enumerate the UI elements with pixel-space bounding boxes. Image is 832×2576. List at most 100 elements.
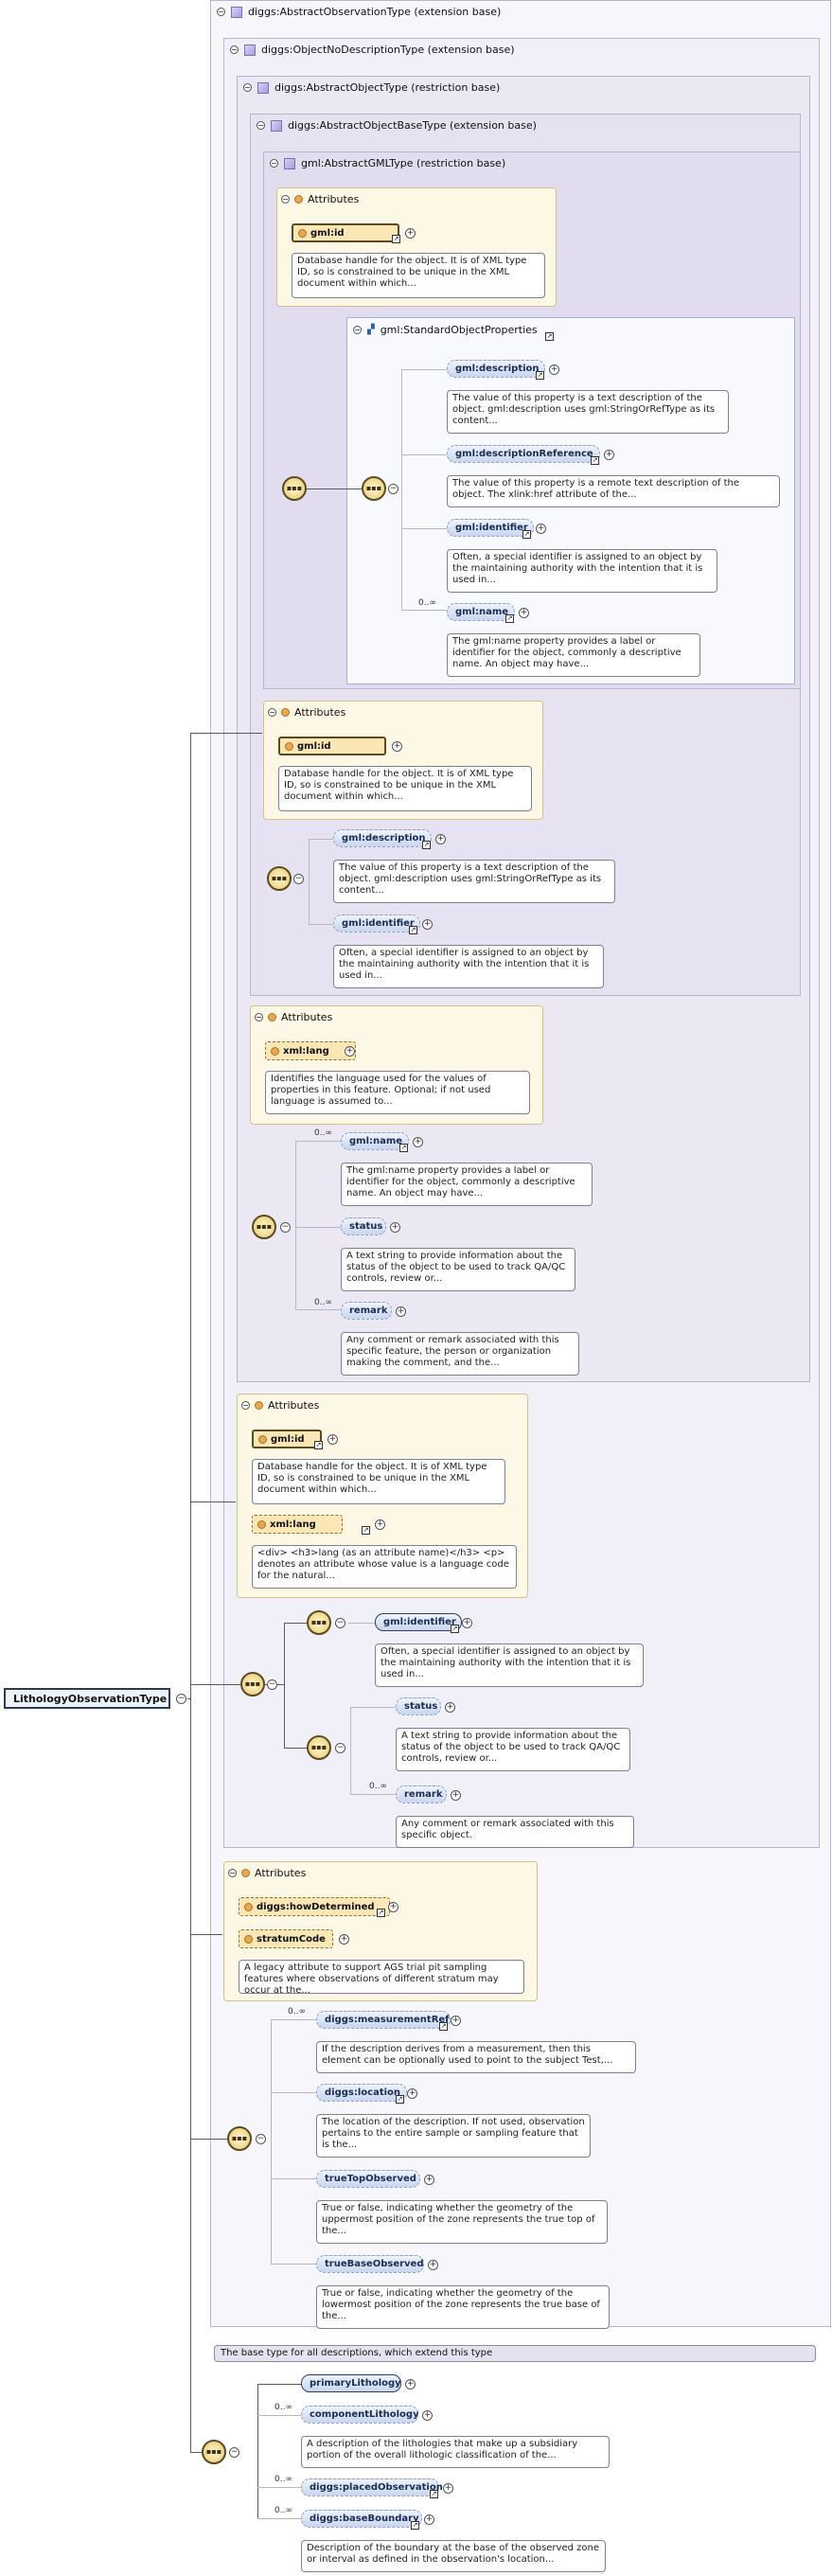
plus-icon[interactable]: + (445, 1702, 455, 1713)
link-arrow-icon[interactable]: ↗ (392, 235, 400, 243)
plus-icon[interactable]: + (536, 524, 546, 534)
element-status[interactable]: status (341, 1217, 386, 1235)
link-arrow-icon[interactable]: ↗ (591, 456, 599, 465)
plus-icon[interactable]: + (424, 2514, 434, 2525)
minus-icon[interactable]: − (256, 2134, 266, 2144)
link-arrow-icon[interactable]: ↗ (422, 841, 431, 849)
collapse-icon[interactable]: − (281, 195, 290, 204)
collapse-icon[interactable]: − (217, 8, 225, 16)
plus-icon[interactable]: + (451, 1790, 461, 1801)
link-arrow-icon[interactable]: ↗ (377, 1909, 385, 1917)
element-component-lithology[interactable]: componentLithology (301, 2406, 419, 2424)
plus-icon[interactable]: + (462, 1618, 472, 1628)
collapse-icon[interactable]: − (228, 1869, 237, 1877)
link-arrow-icon[interactable]: ↗ (411, 2521, 419, 2530)
link-arrow-icon[interactable]: ↗ (536, 371, 544, 380)
element-gml-name[interactable]: gml:name (341, 1132, 409, 1150)
attribute-stratum-code[interactable]: stratumCode (239, 1929, 333, 1948)
element-gml-description[interactable]: gml:description (333, 829, 432, 847)
plus-icon[interactable]: + (519, 608, 529, 618)
plus-icon[interactable]: + (435, 834, 446, 844)
element-gml-description[interactable]: gml:description (447, 360, 545, 378)
plus-icon[interactable]: + (327, 1434, 338, 1445)
minus-icon[interactable]: − (267, 1679, 277, 1690)
plus-icon[interactable]: + (413, 1137, 423, 1147)
link-arrow-icon[interactable]: ↗ (545, 332, 554, 341)
element-remark[interactable]: remark (341, 1302, 392, 1320)
collapse-icon[interactable]: − (270, 159, 278, 168)
attribute-gml-id[interactable]: gml:id (252, 1430, 322, 1448)
element-true-top-observed[interactable]: trueTopObserved (316, 2170, 420, 2188)
attribute-how-determined[interactable]: diggs:howDetermined (239, 1897, 390, 1916)
attribute-xml-lang[interactable]: xml:lang (252, 1515, 343, 1534)
element-true-base-observed[interactable]: trueBaseObserved (316, 2255, 424, 2273)
collapse-icon[interactable]: − (353, 326, 362, 334)
link-arrow-icon[interactable]: ↗ (505, 614, 514, 623)
sequence-compositor-icon[interactable]: ▪▪▪ (252, 1215, 276, 1239)
plus-icon[interactable]: + (390, 1222, 400, 1233)
element-diggs-placed-observation[interactable]: diggs:placedObservation (301, 2478, 443, 2496)
plus-icon[interactable]: + (405, 228, 416, 239)
attribute-gml-id[interactable]: gml:id (278, 737, 386, 755)
sequence-compositor-icon[interactable]: ▪▪▪ (307, 1610, 331, 1635)
plus-icon[interactable]: + (407, 2088, 417, 2099)
plus-icon[interactable]: + (424, 2175, 434, 2185)
collapse-icon[interactable]: − (241, 1401, 250, 1410)
sequence-compositor-icon[interactable]: ▪▪▪ (202, 2440, 226, 2464)
link-arrow-icon[interactable]: ↗ (439, 2022, 448, 2031)
root-type-lithology-observation[interactable]: LithologyObservationType (4, 1688, 170, 1709)
plus-icon[interactable]: + (428, 2260, 438, 2270)
plus-icon[interactable]: + (375, 1519, 385, 1530)
element-diggs-measurement-ref[interactable]: diggs:measurementRef (316, 2011, 451, 2029)
minus-icon[interactable]: − (176, 1694, 186, 1704)
sequence-compositor-icon[interactable]: ▪▪▪ (362, 476, 386, 501)
collapse-icon[interactable]: − (268, 708, 276, 717)
element-gml-identifier[interactable]: gml:identifier (447, 519, 534, 537)
collapse-icon[interactable]: − (230, 45, 239, 54)
collapse-icon[interactable]: − (255, 1013, 263, 1022)
plus-icon[interactable]: + (604, 450, 614, 460)
minus-icon[interactable]: − (280, 1222, 291, 1233)
sequence-compositor-icon[interactable]: ▪▪▪ (240, 1672, 265, 1697)
collapse-icon[interactable]: − (243, 83, 252, 92)
element-diggs-location[interactable]: diggs:location (316, 2084, 407, 2102)
plus-icon[interactable]: + (422, 919, 433, 930)
sequence-compositor-icon[interactable]: ▪▪▪ (307, 1735, 331, 1760)
plus-icon[interactable]: + (388, 1902, 398, 1912)
element-gml-description-reference[interactable]: gml:descriptionReference (447, 445, 600, 463)
link-arrow-icon[interactable]: ↗ (409, 926, 417, 934)
minus-icon[interactable]: − (335, 1618, 345, 1628)
collapse-icon[interactable]: − (257, 121, 265, 130)
link-arrow-icon[interactable]: ↗ (451, 1625, 459, 1633)
attribute-gml-id[interactable]: gml:id (292, 223, 399, 242)
plus-icon[interactable]: + (443, 2483, 453, 2494)
sequence-compositor-icon[interactable]: ▪▪▪ (227, 2126, 252, 2151)
element-remark[interactable]: remark (396, 1785, 447, 1803)
link-arrow-icon[interactable]: ↗ (522, 530, 531, 539)
plus-icon[interactable]: + (549, 364, 559, 375)
element-primary-lithology[interactable]: primaryLithology (301, 2374, 401, 2392)
element-gml-identifier[interactable]: gml:identifier (333, 915, 420, 933)
sequence-compositor-icon[interactable]: ▪▪▪ (267, 866, 292, 891)
plus-icon[interactable]: + (345, 1046, 355, 1057)
element-diggs-base-boundary[interactable]: diggs:baseBoundary (301, 2510, 422, 2528)
element-gml-identifier[interactable]: gml:identifier (375, 1613, 462, 1631)
minus-icon[interactable]: − (388, 484, 398, 494)
minus-icon[interactable]: − (293, 874, 304, 884)
plus-icon[interactable]: + (339, 1934, 349, 1945)
element-status[interactable]: status (396, 1697, 441, 1715)
link-arrow-icon[interactable]: ↗ (314, 1441, 323, 1449)
link-arrow-icon[interactable]: ↗ (430, 2490, 438, 2498)
link-arrow-icon[interactable]: ↗ (399, 1144, 408, 1152)
plus-icon[interactable]: + (396, 1306, 406, 1317)
link-arrow-icon[interactable]: ↗ (362, 1526, 370, 1535)
plus-icon[interactable]: + (405, 2379, 416, 2389)
element-gml-name[interactable]: gml:name (447, 603, 515, 621)
attribute-xml-lang[interactable]: xml:lang (265, 1041, 356, 1060)
minus-icon[interactable]: − (229, 2447, 239, 2458)
minus-icon[interactable]: − (335, 1743, 345, 1753)
sequence-compositor-icon[interactable]: ▪▪▪ (282, 476, 307, 501)
plus-icon[interactable]: + (451, 2016, 461, 2026)
plus-icon[interactable]: + (392, 741, 402, 752)
plus-icon[interactable]: + (422, 2410, 433, 2421)
